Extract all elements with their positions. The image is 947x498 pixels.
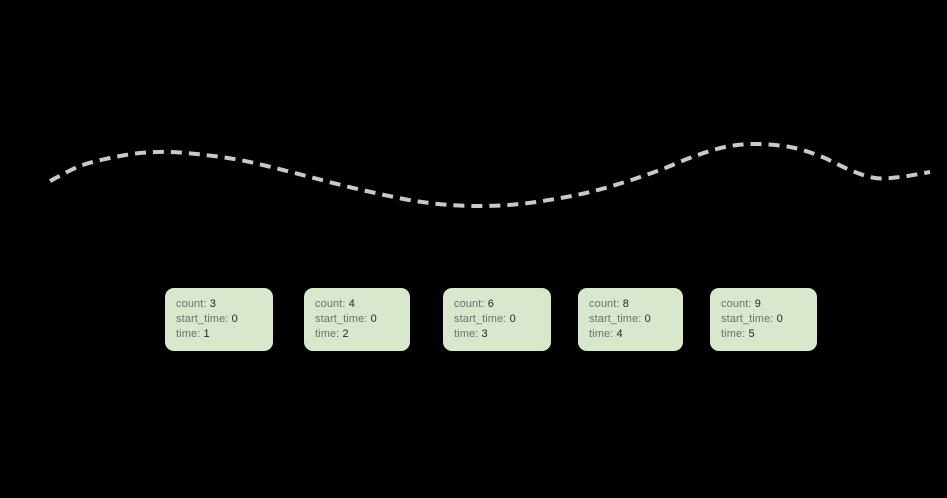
card-field-time-label: time:: [589, 328, 614, 340]
card-field-count-label: count:: [315, 298, 346, 310]
card-field-time-value: 2: [342, 328, 349, 340]
card-field-count: count: 9: [721, 297, 817, 312]
card-field-count-value: 6: [487, 298, 494, 310]
card-field-start-time-label: start_time:: [176, 313, 229, 325]
card-field-time-label: time:: [721, 328, 746, 340]
card-field-count-value: 8: [622, 298, 629, 310]
card-field-time-label: time:: [454, 328, 479, 340]
card-field-time-label: time:: [315, 328, 340, 340]
card-field-time: time: 5: [721, 327, 817, 342]
card-field-count: count: 6: [454, 297, 551, 312]
card-field-time-label: time:: [176, 328, 201, 340]
card-field-start-time-label: start_time:: [315, 313, 368, 325]
card-field-start-time-value: 0: [776, 313, 783, 325]
card-field-start-time-label: start_time:: [589, 313, 642, 325]
card-field-time-value: 5: [748, 328, 755, 340]
card-field-start-time-value: 0: [370, 313, 377, 325]
card-field-count-value: 4: [348, 298, 355, 310]
card-field-start-time-label: start_time:: [721, 313, 774, 325]
card-field-time-value: 3: [481, 328, 488, 340]
card-field-count-value: 3: [209, 298, 216, 310]
card-field-count: count: 4: [315, 297, 410, 312]
card-field-start-time: start_time: 0: [589, 312, 683, 327]
card-field-time-value: 4: [616, 328, 623, 340]
card-field-count-label: count:: [176, 298, 207, 310]
card-field-count: count: 8: [589, 297, 683, 312]
card-field-time: time: 1: [176, 327, 273, 342]
card-field-time: time: 3: [454, 327, 551, 342]
card-field-count-value: 9: [754, 298, 761, 310]
card-field-time: time: 4: [589, 327, 683, 342]
card-field-start-time-label: start_time:: [454, 313, 507, 325]
card-field-start-time-value: 0: [231, 313, 238, 325]
card-field-start-time: start_time: 0: [721, 312, 817, 327]
card-field-start-time-value: 0: [509, 313, 516, 325]
card-field-time: time: 2: [315, 327, 410, 342]
card-field-count-label: count:: [454, 298, 485, 310]
card-field-start-time: start_time: 0: [315, 312, 410, 327]
card-field-start-time: start_time: 0: [454, 312, 551, 327]
card-field-count: count: 3: [176, 297, 273, 312]
card-field-count-label: count:: [589, 298, 620, 310]
card-field-time-value: 1: [203, 328, 210, 340]
card-field-start-time: start_time: 0: [176, 312, 273, 327]
card-field-start-time-value: 0: [644, 313, 651, 325]
card-field-count-label: count:: [721, 298, 752, 310]
